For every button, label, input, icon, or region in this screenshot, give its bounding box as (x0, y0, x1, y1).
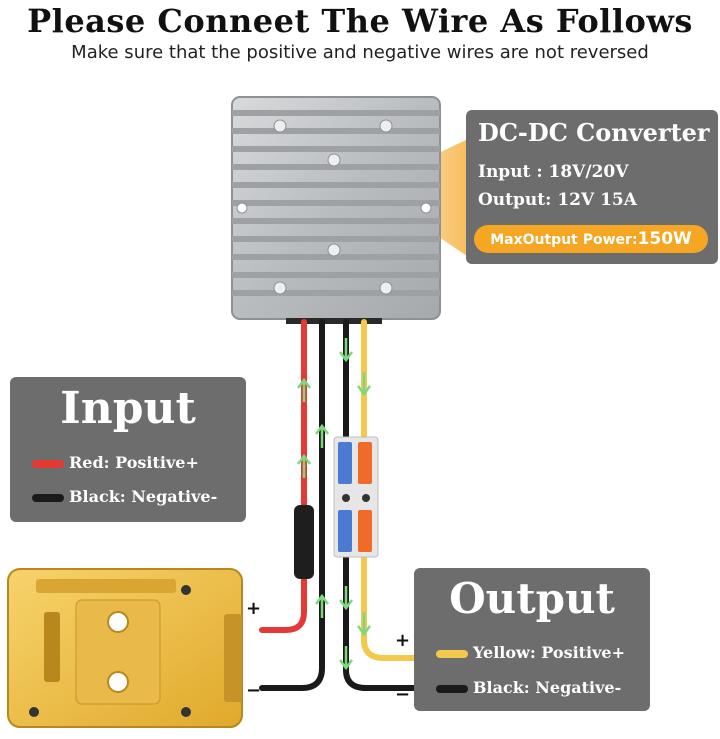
arrow-down-icon (339, 338, 353, 363)
input-minus-sign: − (246, 680, 262, 701)
arrow-up-icon (315, 593, 329, 618)
red-wire-swatch (32, 459, 64, 468)
red-wire-label: Red: Positive+ (69, 453, 199, 472)
arrow-up-icon (297, 377, 311, 402)
output-yellow-legend: Yellow: Positive+ (436, 643, 625, 662)
yellow-wire-label: Yellow: Positive+ (473, 643, 625, 662)
inline-fuse (294, 505, 314, 579)
black-wire-label: Black: Negative- (69, 487, 218, 506)
output-black-legend: Black: Negative- (436, 678, 621, 697)
arrow-down-icon (339, 646, 353, 671)
converter-input-spec: Input : 18V/20V (478, 162, 629, 182)
page-title: Please Conneet The Wire As Follows (27, 2, 693, 40)
output-plus-sign: + (395, 630, 411, 651)
max-power-label: MaxOutput Power: (490, 232, 638, 248)
input-plus-sign: + (246, 598, 262, 619)
arrow-up-icon (315, 423, 329, 448)
page-subtitle: Make sure that the positive and negative… (71, 42, 649, 63)
input-red-wire (259, 319, 307, 633)
max-power-value: 150W (637, 229, 692, 249)
arrow-down-icon (357, 372, 371, 397)
input-black-legend: Black: Negative- (32, 487, 217, 506)
input-black-wire (259, 319, 325, 691)
output-legend-panel: Output Yellow: Positive+ Black: Negative… (414, 568, 650, 711)
yellow-wire-swatch (436, 649, 468, 658)
output-black-swatch (436, 684, 468, 693)
input-legend-panel: Input Red: Positive+ Black: Negative- (10, 377, 246, 522)
arrow-down-icon (357, 612, 371, 637)
converter-output-spec: Output: 12V 15A (478, 190, 637, 210)
black-wire-swatch (32, 493, 64, 502)
battery-adapter (7, 568, 243, 728)
output-black-label: Black: Negative- (473, 678, 622, 697)
converter-title: DC-DC Converter (478, 118, 710, 147)
input-title: Input (60, 383, 196, 434)
arrow-down-icon (339, 586, 353, 611)
arrow-up-icon (297, 453, 311, 478)
output-yellow-wire (361, 319, 419, 661)
max-power-badge: MaxOutput Power:150W (474, 225, 708, 253)
input-red-legend: Red: Positive+ (32, 453, 199, 472)
output-title: Output (449, 574, 615, 623)
current-arrows (297, 338, 371, 671)
converter-body (231, 96, 441, 324)
wire-connectors (333, 436, 379, 558)
output-minus-sign: − (395, 684, 411, 705)
converter-info-panel: DC-DC Converter Input : 18V/20V Output: … (466, 110, 718, 264)
